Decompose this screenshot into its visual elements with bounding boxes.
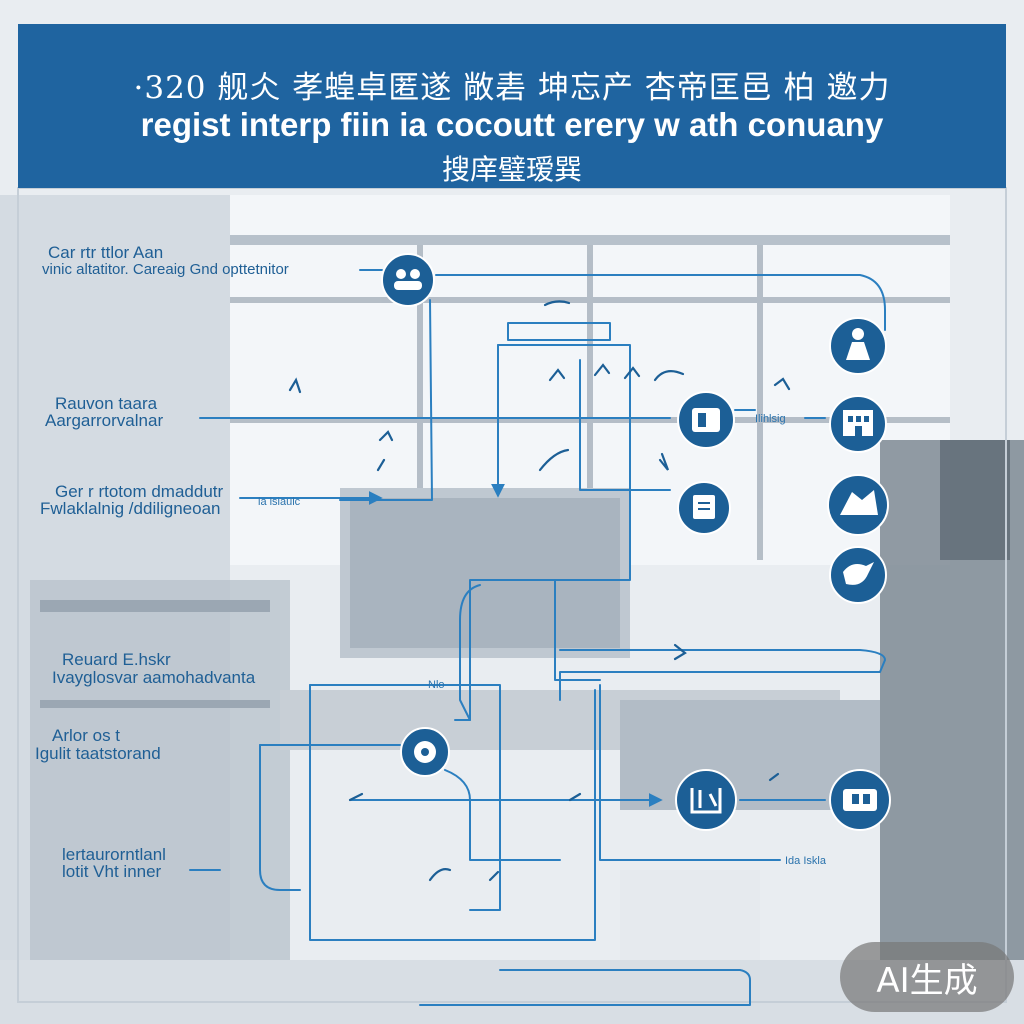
gear-icon xyxy=(414,741,436,763)
connector-line xyxy=(554,579,601,681)
arrow-glyph xyxy=(593,363,611,377)
arrow-glyph xyxy=(773,377,791,391)
handshake-icon xyxy=(840,490,878,515)
arrow-glyph xyxy=(538,448,570,472)
connector-line xyxy=(507,322,611,341)
arrow-glyph xyxy=(623,366,641,380)
label-4-title: Reuard E.hskr xyxy=(62,650,171,669)
label-4-subtitle: Ivayglosvar aamohadvanta xyxy=(52,668,256,687)
connector-line xyxy=(599,684,781,861)
arrow-glyph xyxy=(568,792,582,802)
connector-line xyxy=(444,769,561,861)
node-box[interactable] xyxy=(675,769,737,831)
connector-line xyxy=(339,299,433,501)
node-person[interactable] xyxy=(829,317,887,375)
connector-line xyxy=(309,684,501,911)
person-icon xyxy=(846,328,870,360)
label-5-subtitle: Igulit taatstorand xyxy=(35,744,161,763)
arrow-glyph xyxy=(673,643,687,661)
node-device[interactable] xyxy=(677,391,735,449)
node-handshake[interactable] xyxy=(827,474,889,536)
bird-icon xyxy=(843,562,874,585)
label-2-title: Rauvon taara xyxy=(55,394,158,413)
arrow-glyph xyxy=(288,377,302,394)
small-label-2: la lsiaulc xyxy=(258,496,301,508)
small-label-1: Ilihlsig xyxy=(755,413,786,425)
title-line-3: 搜庠璧瑷巽 xyxy=(441,154,582,185)
connector-line xyxy=(559,649,886,701)
label-6-subtitle: lotit Vht inner xyxy=(62,862,162,881)
ai-generated-badge: AI生成 xyxy=(840,942,1014,1012)
arrow-glyph xyxy=(658,452,670,471)
building-icon xyxy=(843,410,873,436)
arrow-glyph xyxy=(348,792,364,802)
node-building[interactable] xyxy=(829,395,887,453)
document-icon xyxy=(693,495,715,519)
connector-line xyxy=(579,359,671,491)
connector-line xyxy=(309,684,596,941)
arrow-glyph xyxy=(768,772,780,782)
connector-line xyxy=(259,744,301,891)
small-label-4: Ida Iskla xyxy=(785,855,826,867)
node-gear[interactable] xyxy=(400,727,450,777)
arrow-glyph xyxy=(548,368,566,382)
node-bird[interactable] xyxy=(829,546,887,604)
connector-line xyxy=(419,969,751,1006)
label-5-title: Arlor os t xyxy=(52,726,121,745)
connector-line xyxy=(454,344,631,721)
briefcase-icon xyxy=(843,789,877,811)
arrow-glyph xyxy=(376,458,386,472)
label-6-title: lertaurorntlanl xyxy=(62,845,166,864)
arrow-glyph xyxy=(653,369,685,382)
label-1-subtitle: vinic altatitor. Careaig Gnd opttetnitor xyxy=(42,261,289,278)
node-briefcase[interactable] xyxy=(829,769,891,831)
small-label-3: Nlo xyxy=(428,679,445,691)
connector-line xyxy=(459,584,481,721)
arrow-glyph xyxy=(543,300,571,307)
label-3-subtitle: Fwlaklalnig /ddiligneoan xyxy=(40,499,221,518)
arrow-glyph xyxy=(428,868,452,882)
label-2-subtitle: Aargarrorvalnar xyxy=(45,411,164,430)
node-people[interactable] xyxy=(381,253,435,307)
label-3-title: Ger r rtotom dmaddutr xyxy=(55,482,224,501)
title-line-1: ·320 舰仌 孝蝗卓匿遂 敞砉 坤忘产 杏帝匡邑 柏 邀力 xyxy=(133,70,891,106)
people-icon xyxy=(394,269,422,290)
title-line-2: regist interp fiin ia cocoutt erery w at… xyxy=(140,106,884,143)
arrow-glyph xyxy=(378,430,394,442)
box-icon xyxy=(690,788,722,814)
arrow-glyph xyxy=(488,870,500,882)
device-icon xyxy=(692,408,720,432)
label-1-title: Car rtr ttlor Aan xyxy=(48,243,164,262)
connector-line xyxy=(435,274,886,331)
title-banner: ·320 舰仌 孝蝗卓匿遂 敞砉 坤忘产 杏帝匡邑 柏 邀力 regist in… xyxy=(18,24,1006,188)
node-document[interactable] xyxy=(677,481,731,535)
